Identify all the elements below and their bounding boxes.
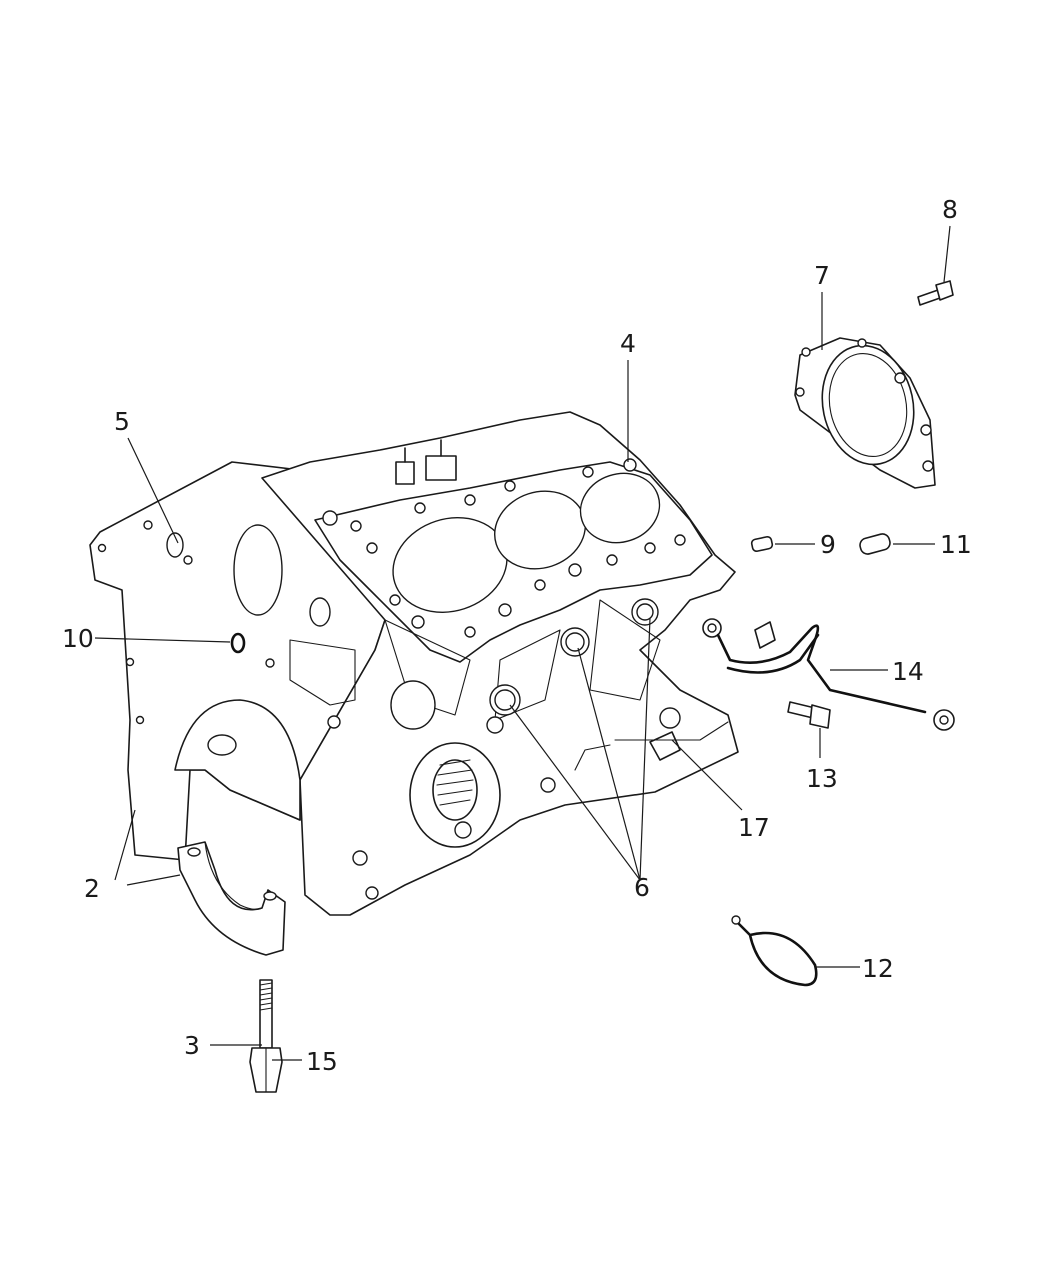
callout-10: 10 <box>62 624 94 653</box>
callout-6: 6 <box>634 873 650 902</box>
dowel-pin-9 <box>750 535 774 553</box>
callout-13: 13 <box>806 764 838 793</box>
ground-strap <box>702 618 955 731</box>
bearing-cap-bolt <box>249 979 283 1093</box>
ground-strap-bolt <box>787 701 831 729</box>
main-bearing-cap <box>177 841 286 956</box>
callout-11: 11 <box>940 530 972 559</box>
rear-seal-retainer <box>794 337 936 489</box>
leader-lines <box>94 225 951 1061</box>
callout-15: 15 <box>306 1047 338 1076</box>
engine-block <box>89 411 739 916</box>
callout-4: 4 <box>620 329 636 358</box>
head-studs <box>395 439 457 485</box>
harness-clip <box>731 915 818 987</box>
dowel-pin-11 <box>859 533 891 555</box>
cylinder-bore-3 <box>579 472 661 544</box>
retainer-screw <box>917 280 954 306</box>
callout-3: 3 <box>184 1031 200 1060</box>
o-ring <box>230 632 246 654</box>
callout-14: 14 <box>892 657 924 686</box>
callout-8: 8 <box>942 195 958 224</box>
callout-12: 12 <box>862 954 894 983</box>
callout-5: 5 <box>114 407 130 436</box>
callout-labels: 2 3 4 5 6 7 8 9 10 11 12 13 14 15 17 <box>62 195 972 1076</box>
front-bore <box>233 524 283 616</box>
callout-7: 7 <box>814 261 830 290</box>
callout-17: 17 <box>738 813 770 842</box>
callout-9: 9 <box>820 530 836 559</box>
deck-holes <box>322 458 686 638</box>
callout-2: 2 <box>84 874 100 903</box>
